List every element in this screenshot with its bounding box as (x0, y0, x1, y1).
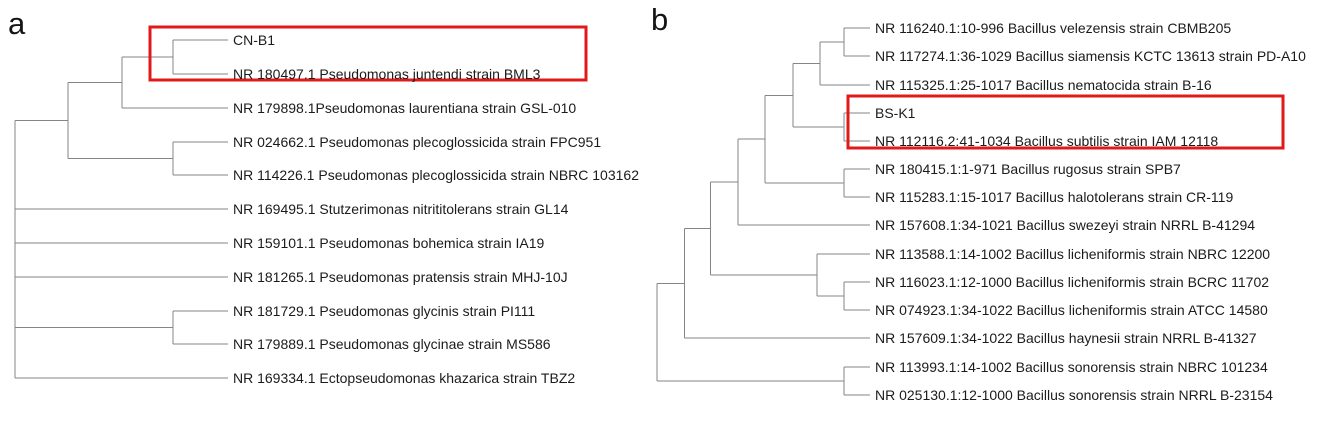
taxon-label: NR 169495.1 Stutzerimonas nitrititoleran… (233, 201, 569, 217)
taxon-label: NR 181729.1 Pseudomonas glycinis strain … (233, 303, 536, 319)
taxon-label: NR 114226.1 Pseudomonas plecoglossicida … (233, 167, 639, 183)
taxon-label: BS-K1 (875, 105, 916, 121)
taxon-label: NR 180497.1 Pseudomonas juntendi strain … (233, 66, 541, 82)
taxon-label: NR 180415.1:1-971 Bacillus rugosus strai… (875, 161, 1181, 177)
taxon-label: NR 024662.1 Pseudomonas plecoglossicida … (233, 134, 602, 150)
taxon-label: NR 179898.1Pseudomonas laurentiana strai… (233, 100, 577, 116)
panel-a-branches (14, 25, 588, 379)
taxon-label: NR 112116.2:41-1034 Bacillus subtilis st… (875, 133, 1219, 149)
highlight-box-a (148, 25, 588, 82)
taxon-label: NR 157609.1:34-1022 Bacillus haynesii st… (875, 330, 1257, 346)
taxon-label: NR 169334.1 Ectopseudomonas khazarica st… (233, 370, 576, 386)
panel-b-letter: b (651, 2, 669, 37)
panel-b-branches (656, 27, 1285, 396)
taxon-label: NR 025130.1:12-1000 Bacillus sonorensis … (875, 387, 1273, 403)
taxon-label: NR 117274.1:36-1029 Bacillus siamensis K… (875, 48, 1306, 64)
taxon-label: NR 179889.1 Pseudomonas glycinae strain … (233, 336, 551, 352)
taxon-label: NR 157608.1:34-1021 Bacillus swezeyi str… (875, 217, 1256, 233)
taxon-label: NR 181265.1 Pseudomonas pratensis strain… (233, 269, 568, 285)
taxon-label: NR 159101.1 Pseudomonas bohemica strain … (233, 235, 545, 251)
highlight-box-b (846, 94, 1285, 150)
taxon-label: NR 116240.1:10-996 Bacillus velezensis s… (875, 20, 1232, 36)
taxon-label: NR 113993.1:14-1002 Bacillus sonorensis … (875, 359, 1268, 375)
taxon-label: NR 074923.1:34-1022 Bacillus licheniform… (875, 302, 1268, 318)
taxon-label: NR 116023.1:12-1000 Bacillus licheniform… (875, 274, 1270, 290)
taxon-label: CN-B1 (233, 32, 276, 48)
panel-a-letter: a (8, 6, 26, 41)
taxon-label: NR 115283.1:15-1017 Bacillus halotoleran… (875, 189, 1234, 205)
taxon-label: NR 115325.1:25-1017 Bacillus nematocida … (875, 77, 1212, 93)
taxon-label: NR 113588.1:14-1002 Bacillus licheniform… (875, 246, 1271, 262)
